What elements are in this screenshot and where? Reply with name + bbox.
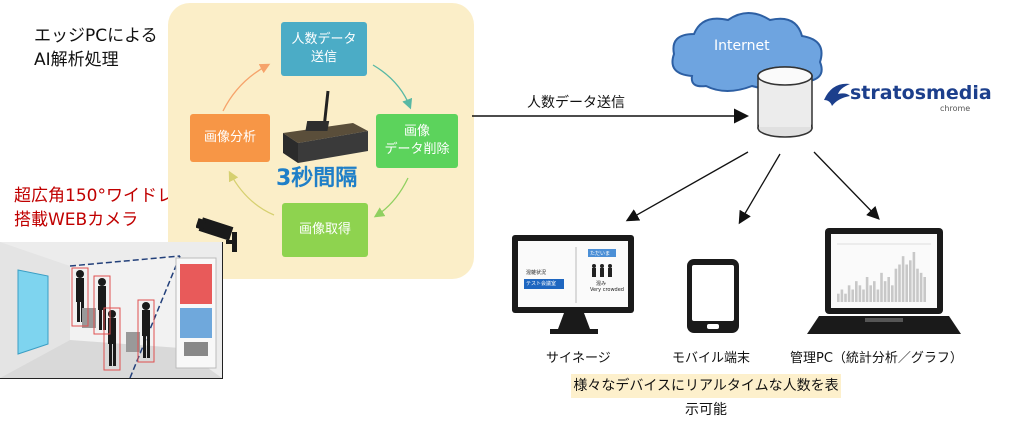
main-arrow-label: 人数データ送信: [527, 95, 625, 111]
camera-icon: [196, 217, 237, 252]
pc-chart-bar: [851, 289, 854, 302]
pc-chart-bar: [876, 289, 880, 302]
interval-label: 3秒間隔: [276, 166, 358, 191]
signage-location: テスト会議室: [526, 281, 557, 287]
pc-chart-bar: [862, 289, 865, 302]
pc-chart-bar: [898, 264, 901, 302]
camera-label-line2: 搭載WEBカメラ: [14, 210, 139, 230]
pc-chart-bar: [891, 285, 894, 302]
edge-title: エッジPCによる AI解析処理: [34, 24, 158, 72]
pc-chart-bar: [844, 293, 847, 302]
pc-chart-bar: [923, 277, 926, 302]
main-arrow: [472, 108, 749, 124]
label-signage: サイネージ: [546, 351, 611, 366]
mobile-device-icon: [687, 259, 739, 333]
pc-bar-chart: [837, 252, 926, 302]
cloud-label: Internet: [714, 38, 770, 54]
pc-chart-bar: [880, 272, 883, 302]
edge-title-line2: AI解析処理: [34, 50, 119, 70]
step-send-count-data: 人数データ 送信: [281, 22, 367, 76]
pc-chart-bar: [912, 252, 916, 302]
pc-chart-bar: [909, 260, 912, 302]
stratos-logo: stratosmedia: [850, 82, 992, 104]
room-illustration: [0, 242, 223, 379]
cycle-arrows: [222, 63, 413, 218]
chrome-sublabel: chrome: [940, 104, 971, 113]
signage-badge: ただいま: [590, 251, 611, 257]
pc-chart-bar: [837, 293, 840, 302]
detection-boxes: [71, 267, 155, 371]
pc-chart-bar: [869, 285, 872, 302]
pc-chart-bar: [840, 289, 844, 302]
arrow-send-to-delete: [372, 64, 413, 110]
laptop-icon: [807, 228, 961, 334]
arrow-delete-to-acquire: [373, 177, 409, 218]
pc-chart-bar: [919, 272, 923, 302]
step-acquire-image: 画像取得: [282, 203, 368, 257]
signage-status-en: Very crowded: [590, 287, 624, 293]
pc-chart-bar: [883, 281, 887, 302]
pc-chart-bar: [858, 285, 862, 302]
step-analyze-image: 画像分析: [190, 114, 270, 162]
camera-label-line1: 超広角150°ワイドレンズ: [14, 186, 208, 206]
camera-label: 超広角150°ワイドレンズ 搭載WEBカメラ: [14, 184, 208, 232]
caption: 様々なデバイスにリアルタイムな人数を表示可能: [571, 374, 841, 418]
pc-chart-bar: [847, 285, 851, 302]
server-icon: [757, 66, 813, 138]
arrow-acquire-to-analyze: [228, 170, 275, 216]
signage-status-title: 混雑状況: [526, 270, 547, 276]
pc-chart-bar: [873, 281, 876, 302]
label-mobile: モバイル端末: [672, 351, 751, 366]
pc-chart-bar: [887, 277, 890, 302]
signage-status: 混み: [596, 281, 607, 287]
step-delete-image-data: 画像 データ削除: [376, 114, 458, 168]
pc-chart-bar: [894, 268, 898, 302]
pc-chart-bar: [865, 277, 869, 302]
pc-chart-bar: [901, 256, 905, 302]
edge-pc-icon: [283, 90, 368, 163]
signage-monitor: [512, 235, 634, 334]
label-admin-pc: 管理PC（統計分析／グラフ）: [790, 351, 963, 366]
stratos-bird-icon: [824, 83, 850, 106]
pc-chart-bar: [905, 264, 908, 302]
device-arrows: [625, 151, 880, 225]
edge-title-line1: エッジPCによる: [34, 26, 158, 46]
pc-chart-bar: [916, 268, 919, 302]
arrow-analyze-to-send: [222, 63, 271, 112]
pc-chart-bar: [855, 281, 858, 302]
